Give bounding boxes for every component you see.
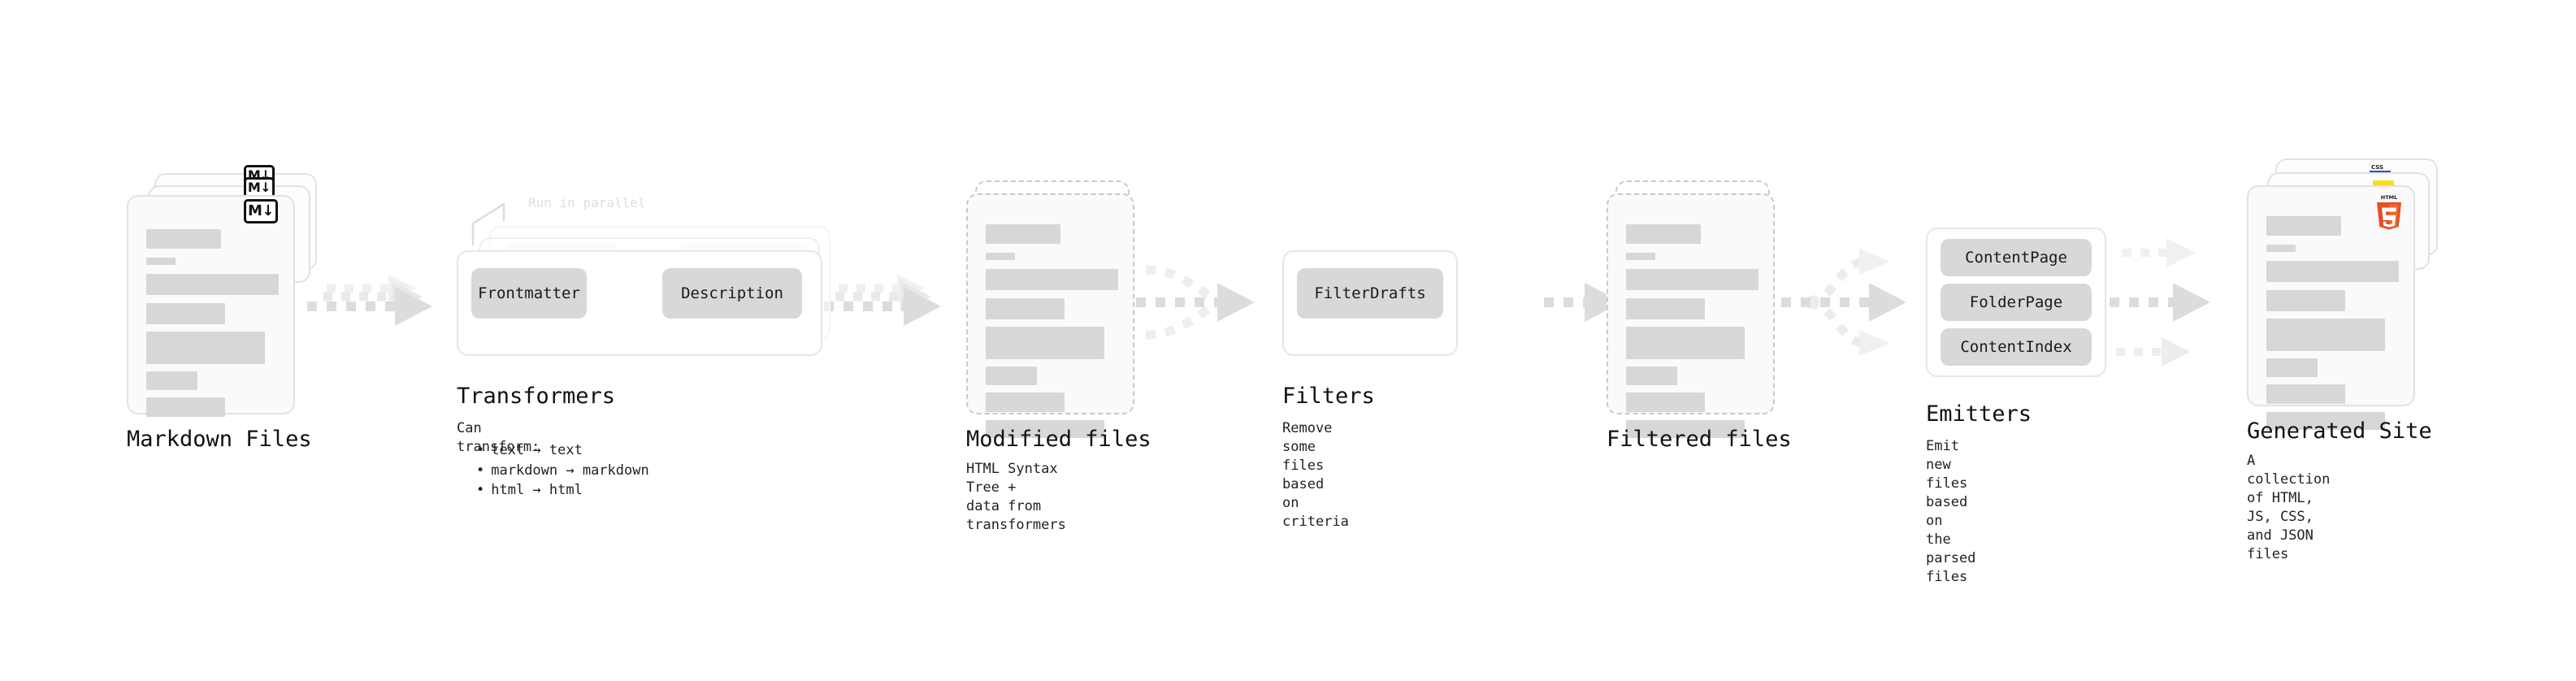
skeleton-line [2266,216,2341,236]
skeleton-line [146,274,279,295]
skeleton-line [2266,319,2385,351]
skeleton-line [1626,298,1705,319]
skeleton-line [986,367,1037,385]
svg-text:HTML: HTML [2381,194,2397,201]
skeleton-line [986,298,1065,319]
generated-site-subtitle: A collection of HTML, JS, CSS, and JSON … [2247,453,2331,562]
stage-title-filters: Filters [1282,384,1375,409]
filter-chip-filterdrafts[interactable]: FilterDrafts [1297,268,1443,319]
emitters-subtitle: Emit new files based on the parsed files [1926,438,1976,585]
modified-file-card [966,193,1134,438]
css-icon: CSS [2370,164,2391,173]
skeleton-line [2266,261,2399,282]
svg-text:CSS: CSS [2371,164,2383,171]
markdown-icon: M↓ [244,199,278,223]
skeleton-line [986,393,1065,412]
skeleton-line [1626,393,1705,412]
transform-bullet: text → text [476,440,649,461]
skeleton-line [1626,367,1677,385]
skeleton-line [986,253,1015,260]
connector-filtered-to-emitters [1781,249,1906,356]
run-in-parallel-label: Run in parallel [528,195,646,210]
skeleton-line [1626,420,1745,438]
skeleton-line [146,371,197,390]
skeleton-line [986,420,1104,438]
transform-bullet: markdown → markdown [476,461,648,481]
skeleton-line [986,327,1104,359]
stage-title-modified-files: Modified files [966,427,1151,452]
skeleton-line [1626,224,1701,244]
emitter-chip-folderpage[interactable]: FolderPage [1941,284,2092,321]
connector-modified-to-filters [1136,265,1255,340]
transformer-chip-frontmatter[interactable]: Frontmatter [471,268,587,319]
markdown-file-card [127,195,295,417]
emitter-chip-contentpage[interactable]: ContentPage [1941,239,2092,276]
stage-title-generated-site: Generated Site [2247,419,2432,444]
skeleton-line [2266,358,2318,377]
html5-icon: HTML [2377,194,2401,230]
skeleton-line [2266,290,2345,311]
skeleton-line [1626,253,1655,260]
connector-md-to-transformers [307,275,432,326]
filtered-file-card [1607,193,1775,438]
skeleton-line [1626,269,1759,290]
emitter-chip-contentindex[interactable]: ContentIndex [1941,328,2092,366]
skeleton-line [146,397,225,417]
stage-title-emitters: Emitters [1926,401,2032,427]
skeleton-line [146,229,221,249]
skeleton-line [2266,412,2385,430]
skeleton-line [986,224,1060,244]
skeleton-line [146,303,225,324]
skeleton-line [1626,327,1745,359]
run-in-parallel-leader [471,202,505,245]
skeleton-line [146,258,176,265]
stage-title-transformers: Transformers [457,384,616,409]
transformers-bullets: text → text markdown → markdown html → h… [463,440,649,501]
stage-title-filtered-files: Filtered files [1607,427,1792,452]
transform-bullet: html → html [476,480,649,501]
skeleton-line [146,332,265,364]
connector-transformers-to-modified [824,275,941,326]
transformer-chip-description[interactable]: Description [662,268,802,319]
skeleton-line [2266,384,2345,404]
modified-files-subtitle: HTML Syntax Tree + data from transformer… [966,461,1066,533]
skeleton-line [2266,245,2296,252]
filters-subtitle: Remove some files based on criteria [1282,420,1349,530]
connector-filters-to-filtered [1544,283,1622,322]
stage-title-markdown-files: Markdown Files [127,427,312,452]
skeleton-line [986,269,1118,290]
connector-emitters-to-site [2110,238,2210,367]
